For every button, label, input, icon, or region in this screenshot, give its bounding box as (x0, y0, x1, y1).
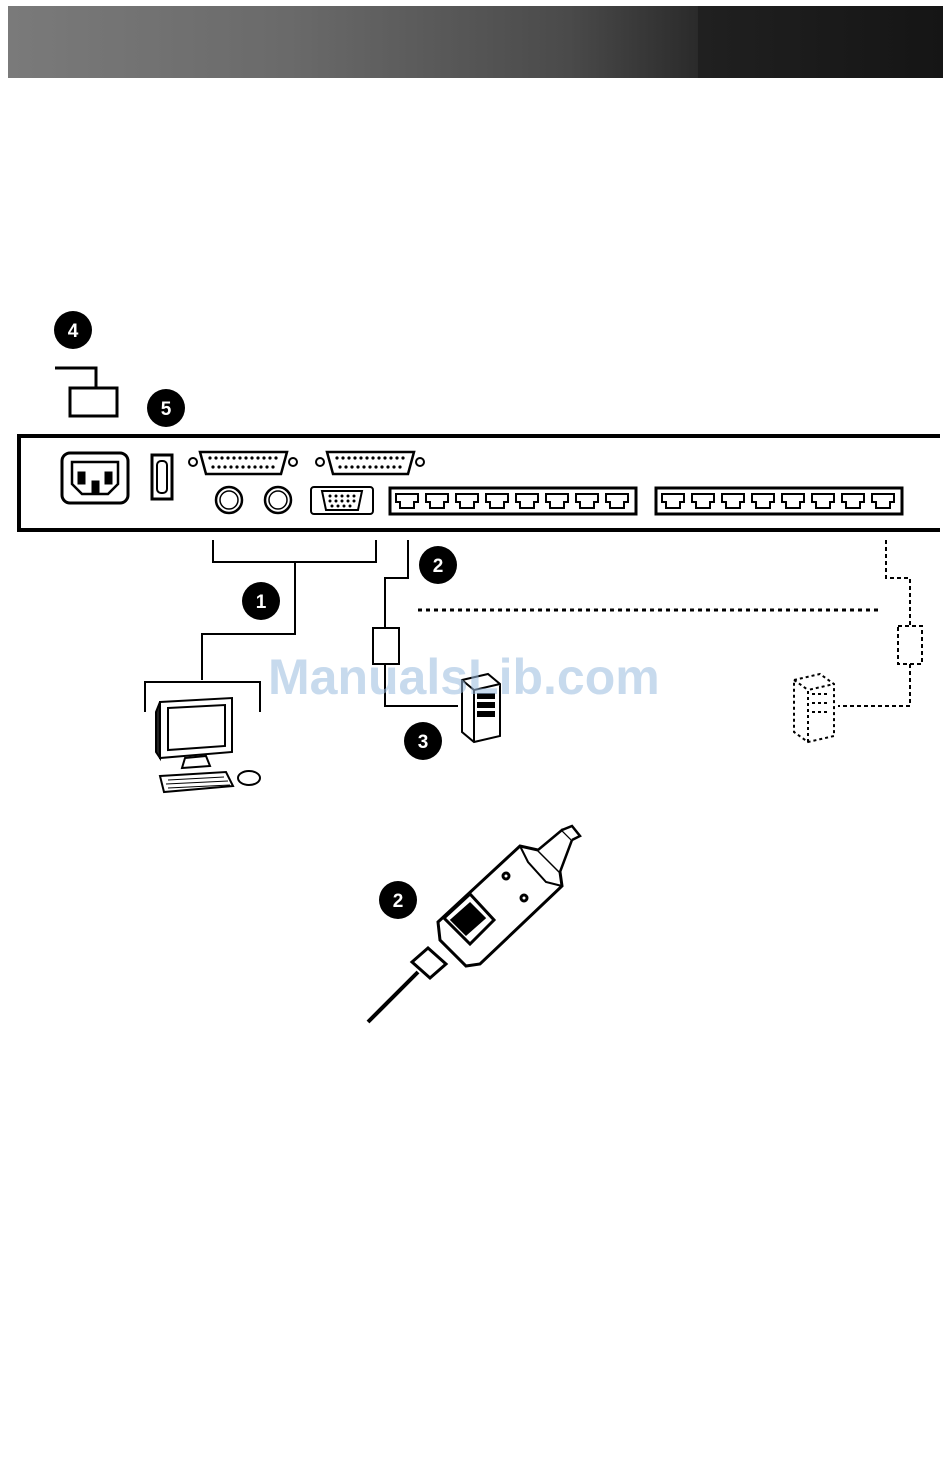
watermark: ManualsLib.com (268, 648, 660, 706)
power-cord-icon (55, 368, 117, 416)
callout-2-top-label: 2 (433, 556, 444, 577)
callout-1-label: 1 (256, 592, 267, 613)
adapter-cable-detail-icon (368, 826, 580, 1022)
callout-2-bottom: 2 (379, 881, 417, 919)
callout-4: 4 (54, 311, 92, 349)
callout-2-top: 2 (419, 546, 457, 584)
console-computer-icon (156, 698, 260, 792)
callout-3: 3 (404, 722, 442, 760)
optional-server-tower-icon (794, 674, 834, 742)
optional-server-cable-lines (838, 540, 922, 706)
callout-3-label: 3 (418, 732, 429, 753)
callout-4-label: 4 (68, 321, 79, 342)
callout-5-label: 5 (161, 399, 172, 420)
callout-1: 1 (242, 582, 280, 620)
callout-5: 5 (147, 389, 185, 427)
callout-2-bottom-label: 2 (393, 891, 404, 912)
